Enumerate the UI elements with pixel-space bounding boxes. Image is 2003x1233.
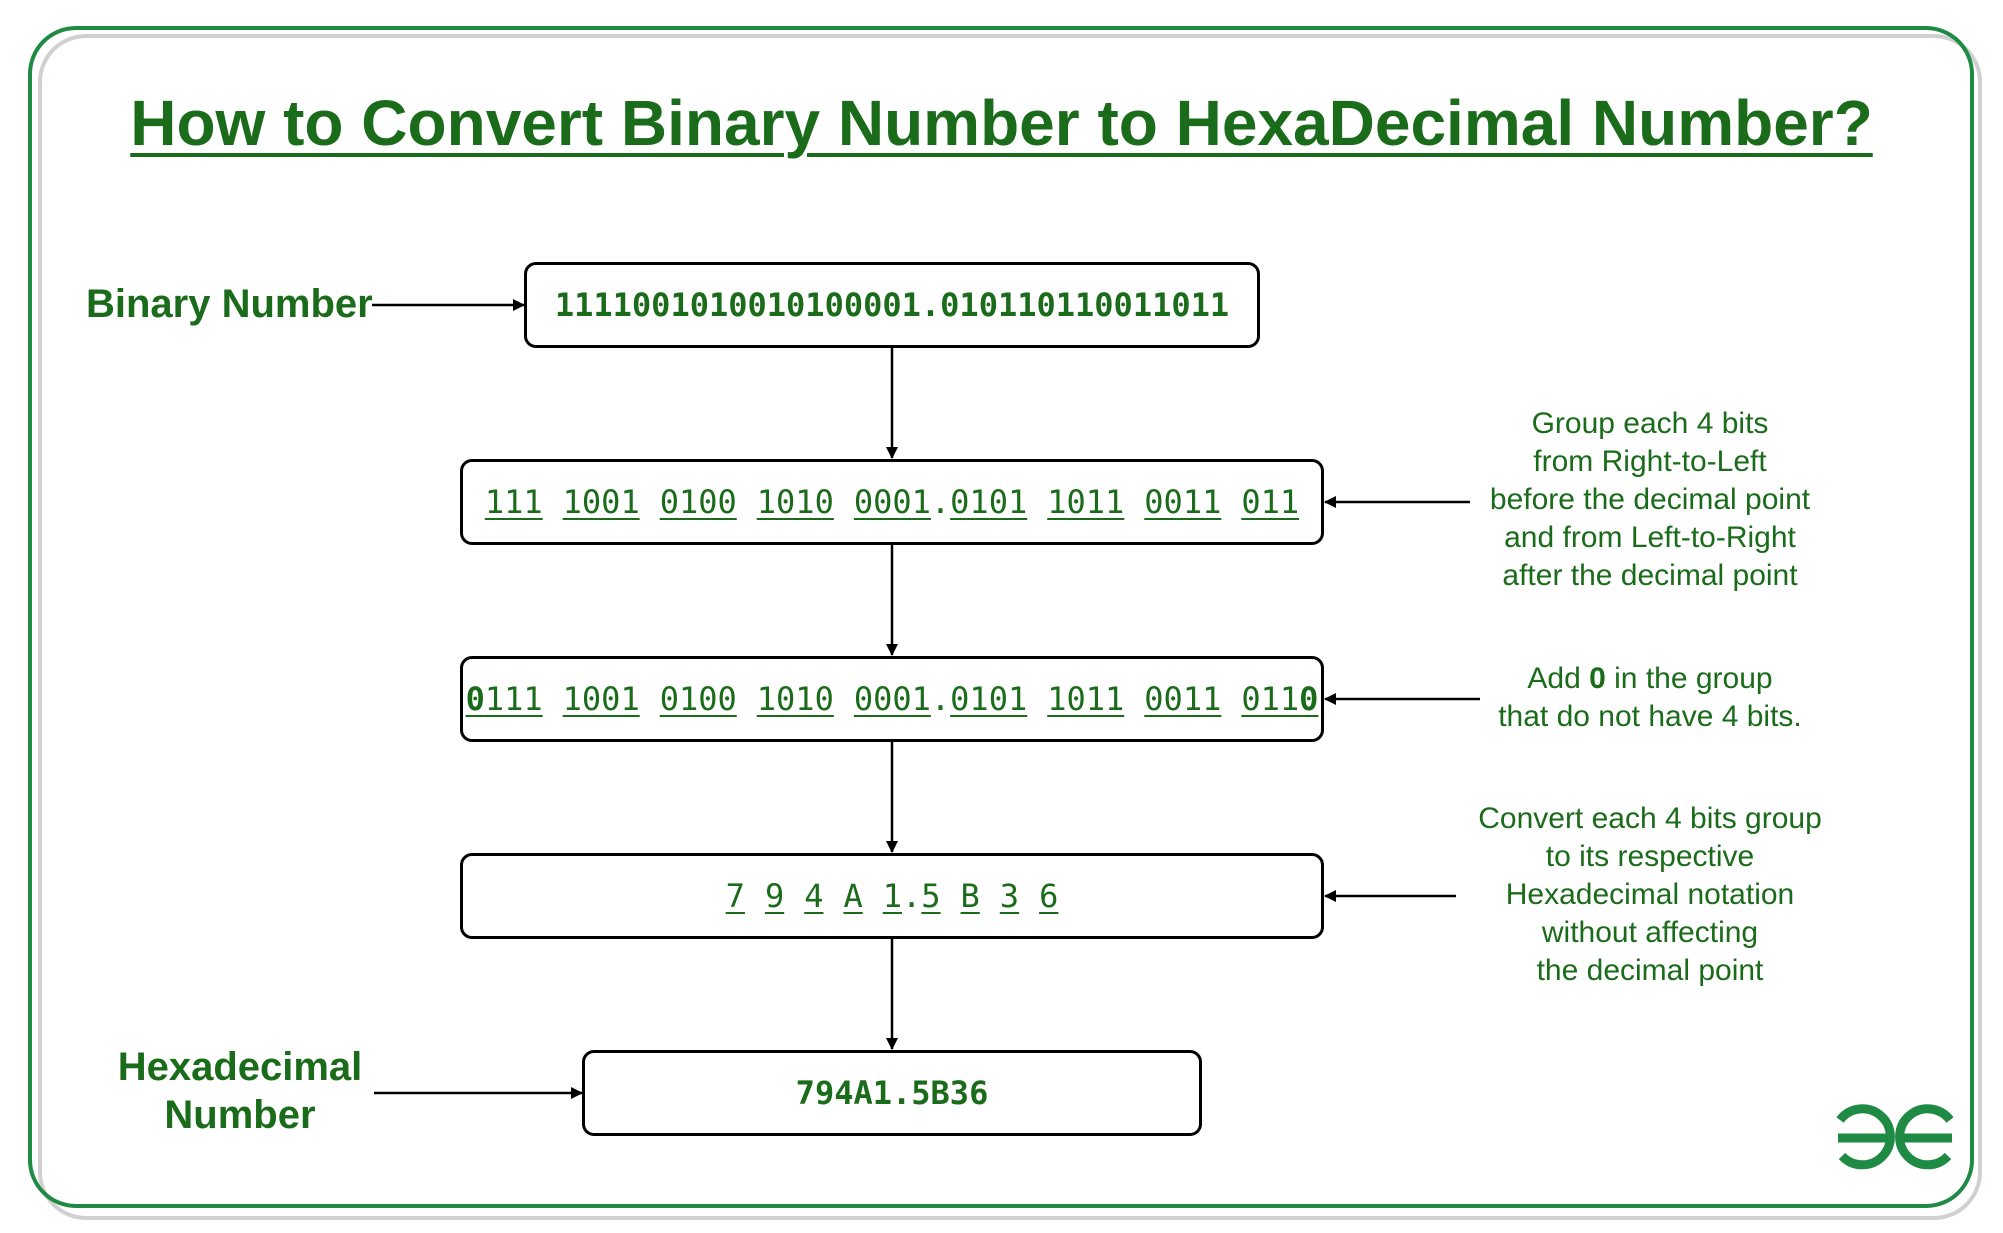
bit-group: 0101 <box>950 483 1028 521</box>
bit-group: 1001 <box>562 680 640 718</box>
bit-group: 0100 <box>659 483 737 521</box>
bit-group: 0001 <box>853 680 931 718</box>
page-title: How to Convert Binary Number to HexaDeci… <box>130 87 1873 159</box>
bit-group: 0001 <box>853 483 931 521</box>
bit-group: 0100 <box>659 680 737 718</box>
bit-group: 1011 <box>1047 680 1125 718</box>
hex-result-box: 794A1.5B36 <box>582 1050 1202 1136</box>
frame-shadow <box>38 34 1982 1220</box>
bit-group: 1001 <box>562 483 640 521</box>
binary-number-label: Binary Number <box>86 282 373 326</box>
hex-digit: 1 <box>882 877 902 915</box>
hex-digit: 5 <box>921 877 941 915</box>
note-add-zero-bold: 0 <box>1589 662 1606 695</box>
binary-input-box: 1111001010010100001.010110110011011 <box>524 262 1260 348</box>
bit-group: 0011 <box>1144 680 1222 718</box>
bit-group-rest: 011 <box>1241 680 1300 718</box>
bit-group: 111 <box>484 483 543 521</box>
hex-digit: B <box>960 877 980 915</box>
hex-digit: 6 <box>1039 877 1059 915</box>
hexadecimal-label-line1: Hexadecimal <box>117 1045 363 1089</box>
hex-digit: 3 <box>999 877 1020 915</box>
note-add-zero-text-rest: in the group that do not have 4 bits. <box>1498 662 1802 733</box>
diagram-frame <box>28 26 1974 1208</box>
padding-zero: 0 <box>1299 680 1319 718</box>
hex-digit: 7 <box>725 877 745 915</box>
hex-digit: 4 <box>804 877 824 915</box>
note-group-bits: Group each 4 bits from Right-to-Left bef… <box>1489 407 1811 592</box>
grouped-bits-box: 111 1001 0100 1010 0001.0101 1011 0011 011 <box>460 459 1324 545</box>
bit-group: 1011 <box>1047 483 1125 521</box>
decimal-point: . <box>930 483 951 521</box>
bit-group: 1010 <box>756 680 834 718</box>
hex-digit: A <box>843 877 863 915</box>
bit-group: 0110 <box>1241 680 1318 718</box>
decimal-point: . <box>902 877 922 915</box>
bit-group-rest: 111 <box>484 680 543 718</box>
hexadecimal-label-line2: Number <box>164 1093 316 1137</box>
bit-group: 1010 <box>756 483 834 521</box>
note-add-zero-text: Add <box>1527 662 1590 695</box>
binary-value: 1111001010010100001.010110110011011 <box>554 286 1230 324</box>
hex-digit: 9 <box>764 877 785 915</box>
decimal-point: . <box>930 680 951 718</box>
bit-group: 0111 <box>466 680 543 718</box>
note-add-zero: Add 0 in the group that do not have 4 bi… <box>1460 660 1840 736</box>
bit-group: 011 <box>1241 483 1300 521</box>
grouped-bits: 111 1001 0100 1010 0001.0101 1011 0011 011 <box>485 483 1299 521</box>
bit-group: 0011 <box>1144 483 1222 521</box>
note-convert: Convert each 4 bits group to its respect… <box>1478 802 1822 987</box>
hexadecimal-number-label: Hexadecimal Number <box>100 1043 380 1139</box>
bit-group: 0101 <box>950 680 1028 718</box>
gg-logo-icon <box>1836 1104 1954 1170</box>
padding-zero: 0 <box>465 680 485 718</box>
geeksforgeeks-logo <box>1830 1098 1960 1191</box>
hex-result: 794A1.5B36 <box>795 1074 989 1112</box>
